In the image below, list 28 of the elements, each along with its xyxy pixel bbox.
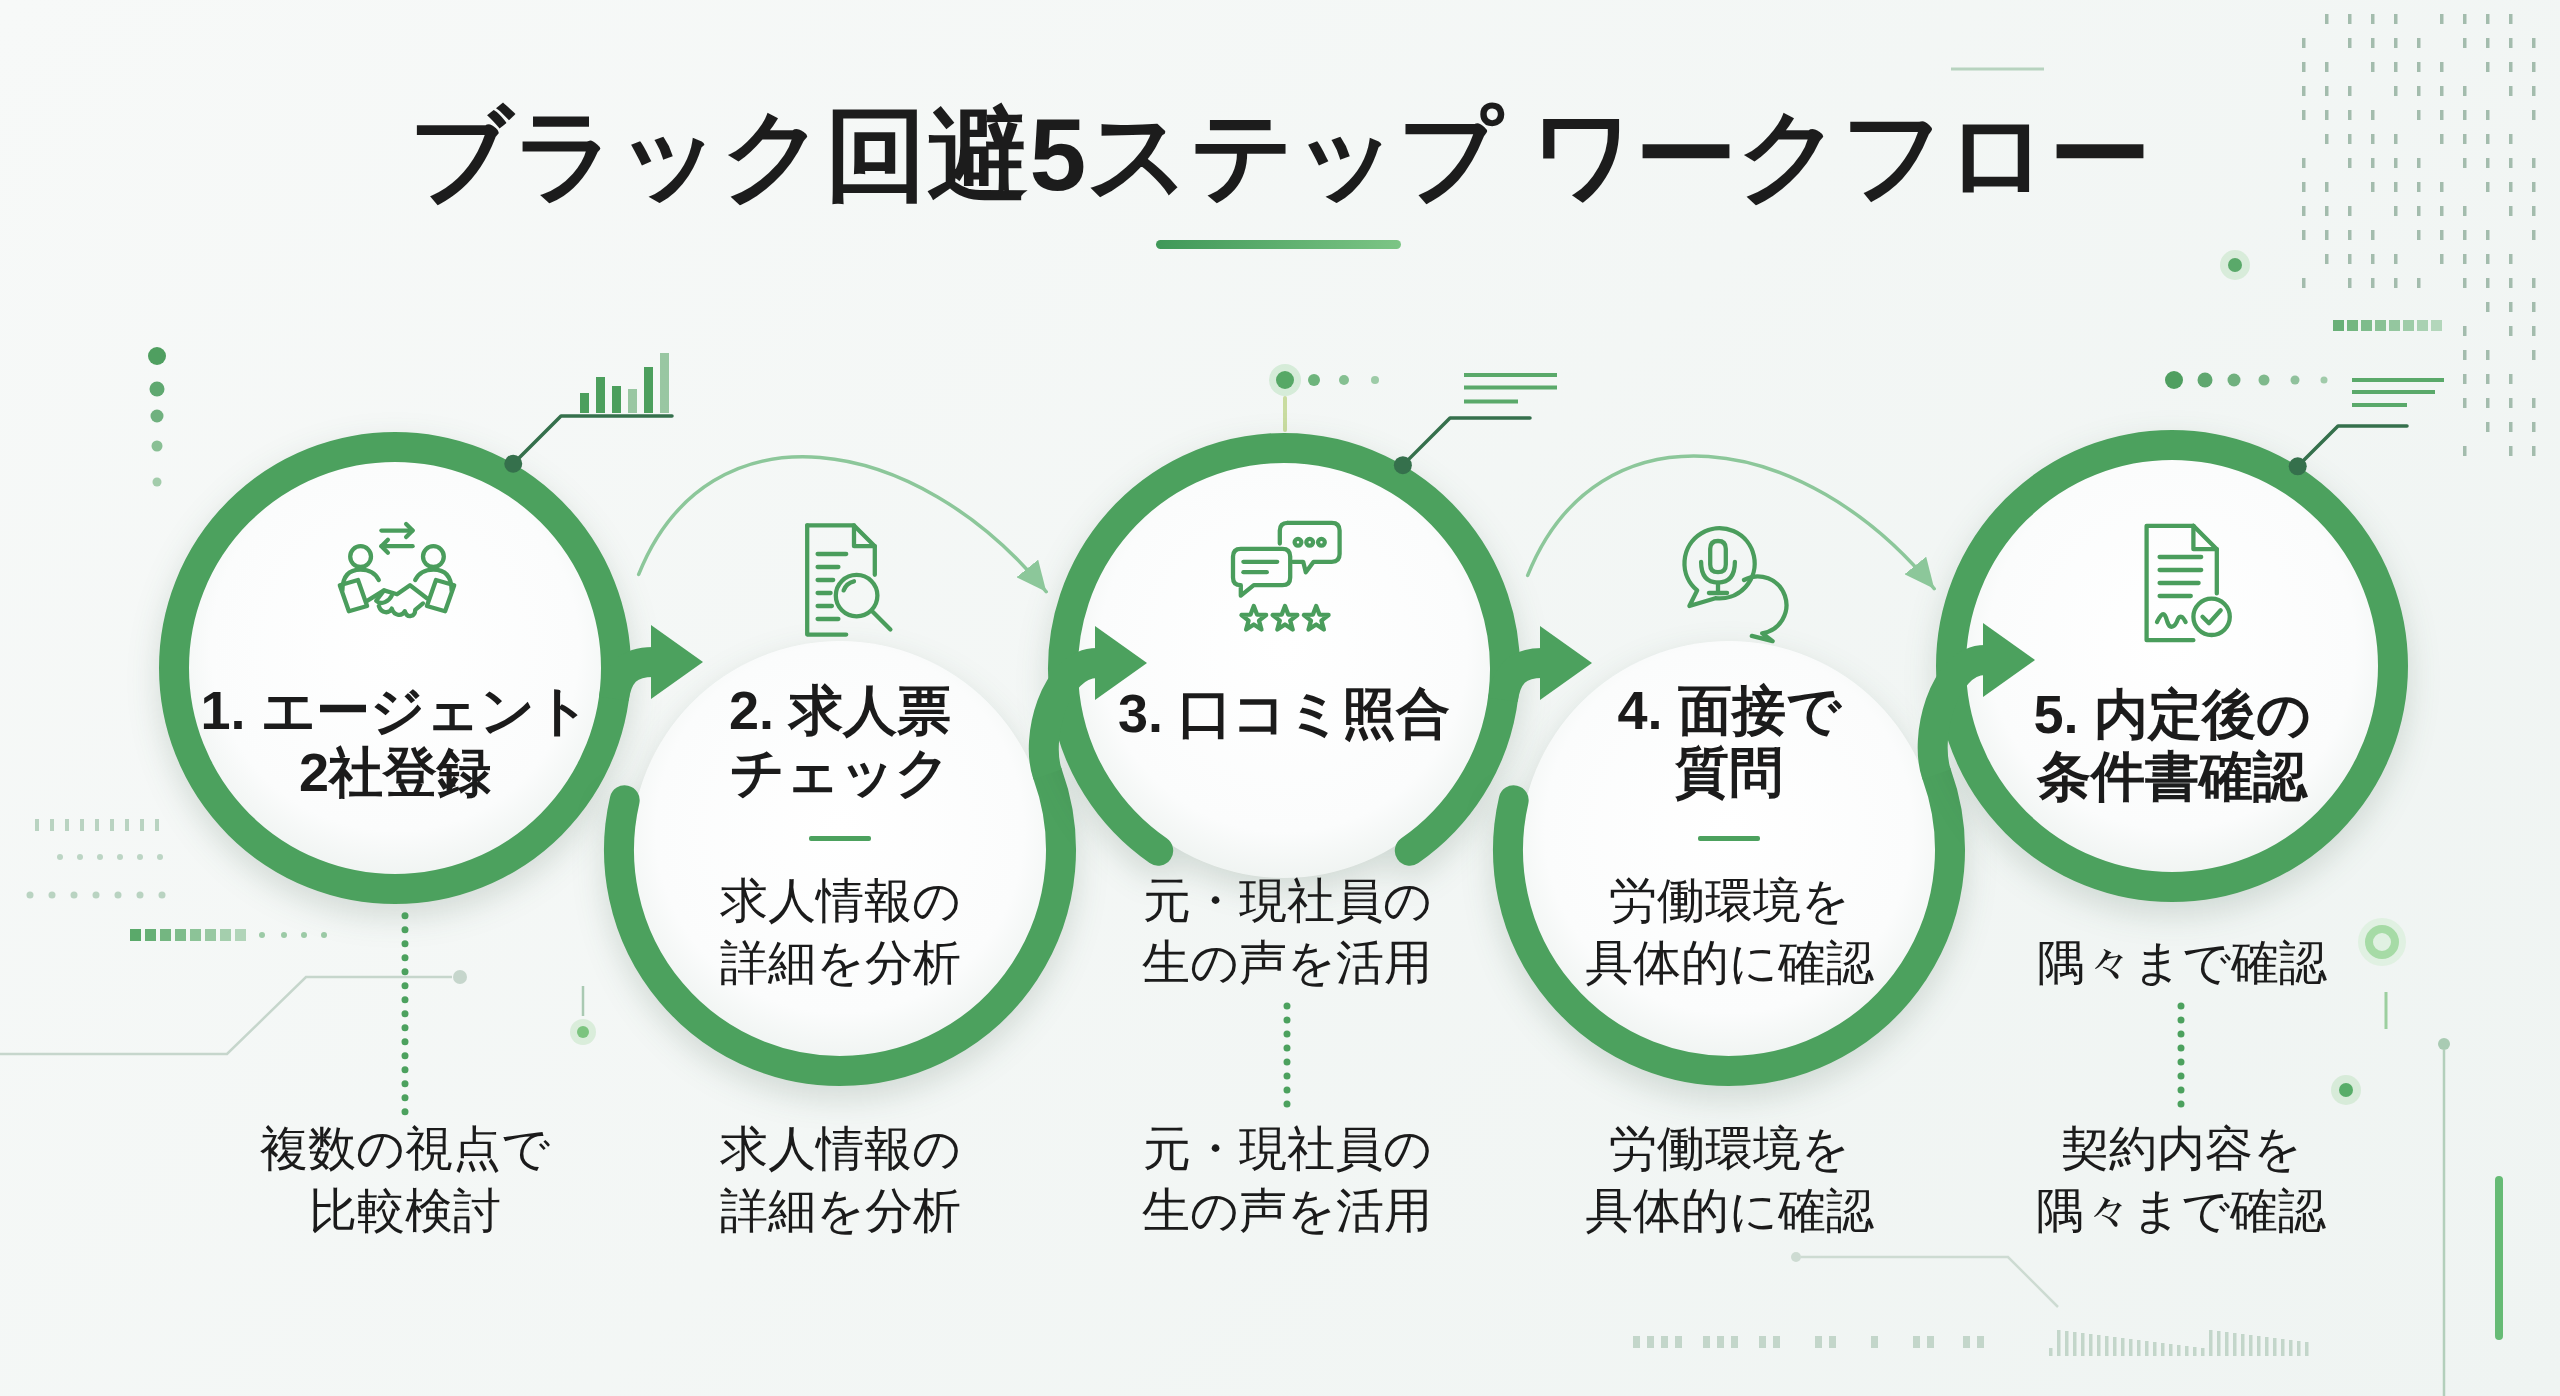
note-text: 労働環境を具体的に確認 (1583, 1121, 1875, 1239)
curved-arrow (636, 455, 1048, 594)
text-lines-icon (1464, 373, 1557, 404)
step-note: 複数の視点で比較検討 (256, 1118, 554, 1242)
step-title: 3. 口コミ照合 (1116, 682, 1451, 744)
step-circle (1936, 430, 2408, 902)
flow-arrow (599, 625, 703, 702)
step-note: 元・現社員の生の声を活用 (1138, 1118, 1436, 1242)
step-description: 求人情報の詳細を分析 (718, 873, 962, 991)
leader-line (504, 414, 674, 473)
step-note: 元・現社員の生の声を活用 (1138, 870, 1436, 994)
leader-line (2288, 424, 2409, 476)
note-text: 求人情報の詳細を分析 (718, 1121, 962, 1239)
step-title: 2. 求人票チェック (727, 679, 952, 803)
title: ブラック回避5ステップ ワークフロー (409, 97, 2151, 214)
curved-arrow (1525, 454, 1936, 591)
flow-arrow (1028, 626, 1147, 779)
step-note: 契約内容を隅々まで確認 (2032, 1118, 2330, 1242)
step-title: 1. エージェント2社登録 (199, 679, 591, 803)
flow-arrow (1488, 626, 1592, 703)
flow-arrow (1917, 623, 2035, 779)
text-lines-icon (2352, 378, 2444, 407)
step-note: 隅々まで確認 (2032, 932, 2332, 994)
step-description: 労働環境を具体的に確認 (1583, 873, 1875, 991)
step-title: 4. 面接で質問 (1616, 679, 1843, 803)
leader-line (1393, 416, 1532, 475)
step-title: 5. 内定後の条件書確認 (2032, 683, 2312, 807)
step-circle (159, 432, 631, 904)
